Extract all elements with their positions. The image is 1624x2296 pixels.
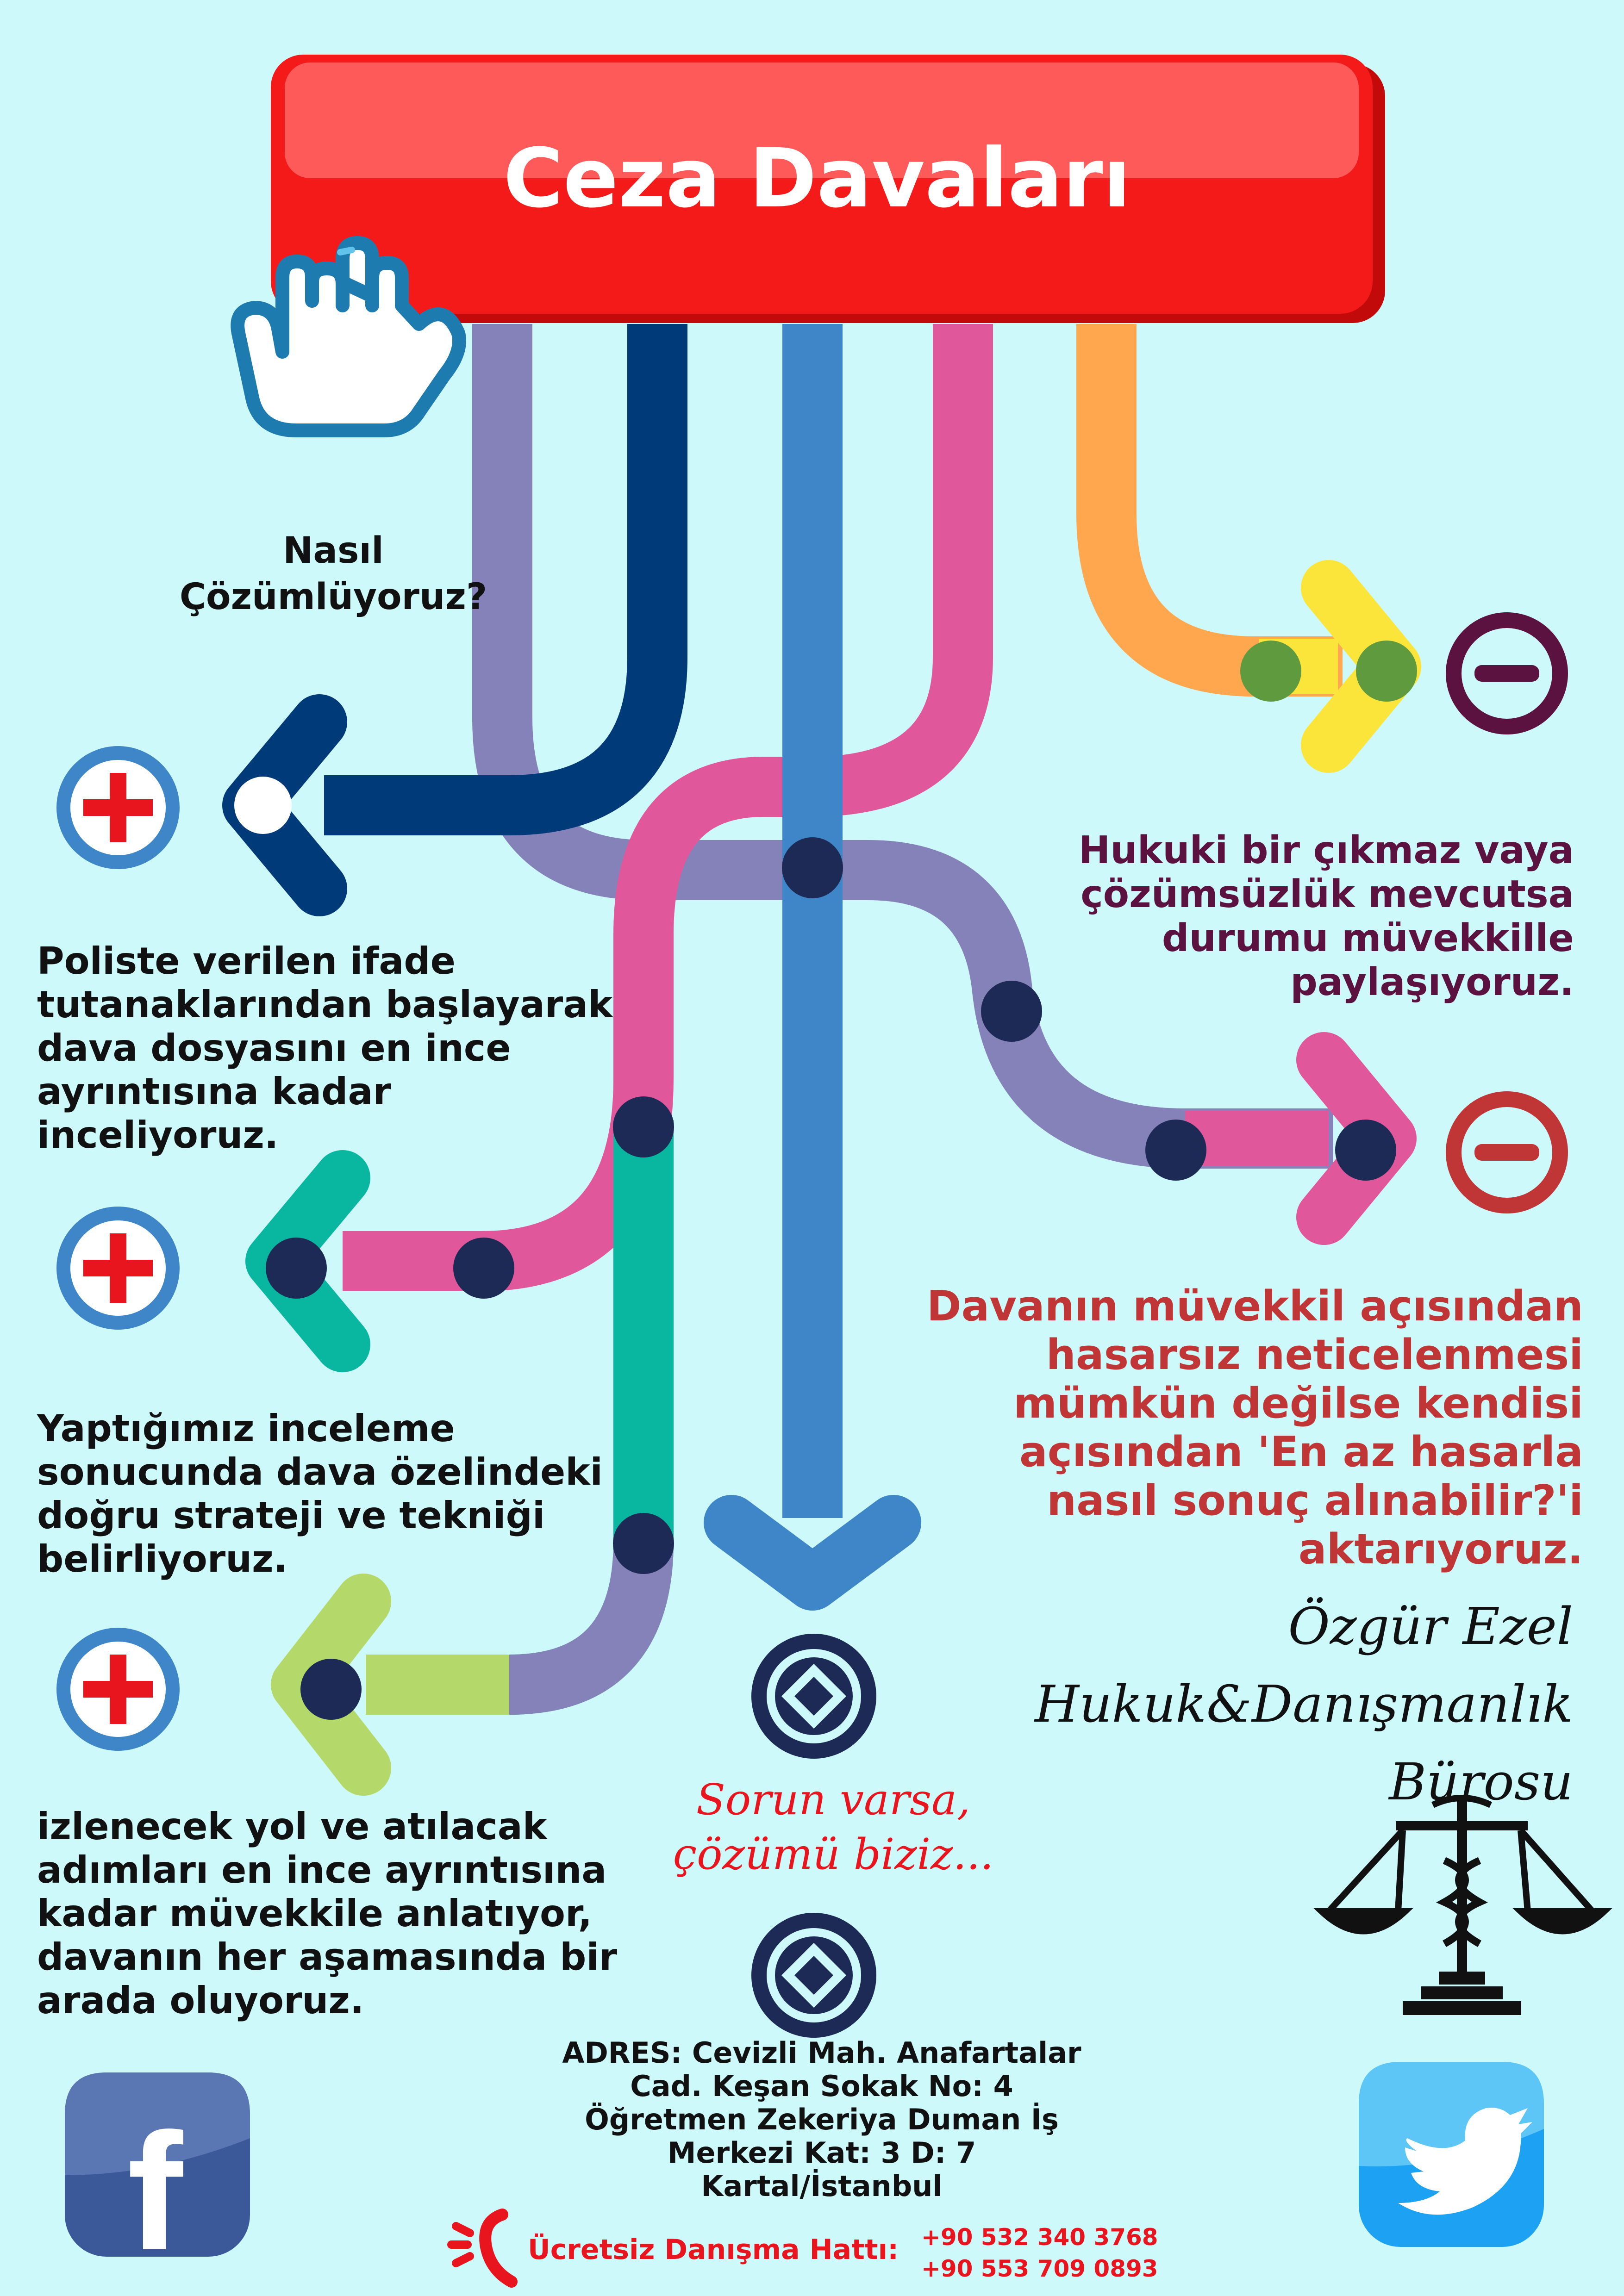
route-pink-tail bbox=[1185, 1111, 1329, 1166]
arrow-head-blue bbox=[704, 1495, 921, 1611]
step-minimum-damage: Davanın müvekkil açısından hasarsız neti… bbox=[926, 1282, 1583, 1574]
scales-of-justice-icon bbox=[1313, 1795, 1612, 2015]
address: ADRES: Cevizli Mah. Anafartalar Cad. Keş… bbox=[463, 2036, 1181, 2203]
step-share-deadlock: Hukuki bir çıkmaz vaya çözümsüzlük mevcu… bbox=[1078, 828, 1574, 1004]
routes bbox=[324, 324, 1343, 1715]
station-dots bbox=[234, 641, 1417, 1720]
station-dot bbox=[613, 1096, 674, 1157]
route-pink bbox=[343, 324, 993, 1291]
diamond-target-icon bbox=[751, 1913, 876, 2038]
station-dot bbox=[613, 1513, 674, 1574]
pointing-hand-icon bbox=[231, 236, 466, 437]
step-inform-client: izlenecek yol ve atılacak adımları en in… bbox=[37, 1805, 618, 2022]
facebook-glyph: f bbox=[127, 2099, 185, 2285]
address-line: Merkezi Kat: 3 D: 7 bbox=[667, 2136, 976, 2170]
plus-circle-icon bbox=[56, 746, 180, 869]
hotline-phone: +90 532 340 3768 bbox=[921, 2224, 1158, 2251]
hotline-phones: +90 532 340 3768 +90 553 709 0893 bbox=[921, 2221, 1158, 2284]
title-bar bbox=[271, 55, 1385, 323]
address-line: Cad. Keşan Sokak No: 4 bbox=[630, 2069, 1013, 2103]
address-line: Kartal/İstanbul bbox=[701, 2169, 943, 2203]
minus-circle-icon bbox=[1446, 1091, 1568, 1213]
firm-name-line: Bürosu bbox=[1389, 1752, 1573, 1811]
route-orange bbox=[1076, 324, 1343, 697]
route-purple-lower bbox=[509, 1541, 674, 1715]
title-bar-highlight bbox=[285, 62, 1359, 178]
station-dot bbox=[782, 837, 843, 898]
slogan: Sorun varsa, çözümü biziz... bbox=[616, 1773, 1051, 1882]
station-dot bbox=[266, 1238, 327, 1299]
station-dot bbox=[1335, 1120, 1396, 1181]
station-dot bbox=[453, 1238, 514, 1299]
slogan-line: çözümü biziz... bbox=[673, 1829, 994, 1879]
hotline-label: Ücretsiz Danışma Hattı: bbox=[528, 2234, 899, 2266]
step-review-files: Poliste verilen ifade tutanaklarından ba… bbox=[37, 940, 613, 1157]
station-dot bbox=[1145, 1120, 1206, 1181]
station-dot bbox=[1356, 641, 1417, 702]
twitter-icon bbox=[1359, 2062, 1544, 2247]
facebook-icon bbox=[65, 2072, 250, 2257]
slogan-line: Sorun varsa, bbox=[696, 1775, 971, 1824]
how-label: Nasıl Çözümlüyoruz? bbox=[179, 530, 487, 618]
route-navy bbox=[324, 324, 687, 835]
page-title: Ceza Davaları bbox=[503, 131, 1131, 226]
firm-name-line: Özgür Ezel bbox=[1288, 1597, 1573, 1656]
address-line: ADRES: Cevizli Mah. Anafartalar bbox=[562, 2036, 1081, 2070]
plus-circle-icon bbox=[56, 1207, 180, 1330]
address-line: Öğretmen Zekeriya Duman İş bbox=[585, 2103, 1059, 2136]
firm-name: Özgür Ezel Hukuk&Danışmanlık Bürosu bbox=[1018, 1587, 1573, 1821]
plus-circle-icon bbox=[56, 1628, 180, 1751]
hotline-phone: +90 553 709 0893 bbox=[921, 2255, 1158, 2282]
step-strategy: Yaptığımız inceleme sonucunda dava özeli… bbox=[37, 1407, 603, 1580]
station-dot bbox=[1240, 641, 1301, 702]
station-dot bbox=[300, 1659, 362, 1720]
station-dot bbox=[234, 777, 292, 834]
arrow-head-lime bbox=[271, 1574, 391, 1796]
phone-icon bbox=[447, 2209, 518, 2288]
firm-name-line: Hukuk&Danışmanlık bbox=[1035, 1674, 1573, 1734]
station-dot bbox=[981, 981, 1042, 1042]
minus-circle-icon bbox=[1446, 612, 1568, 734]
diamond-target-icon bbox=[751, 1634, 876, 1759]
